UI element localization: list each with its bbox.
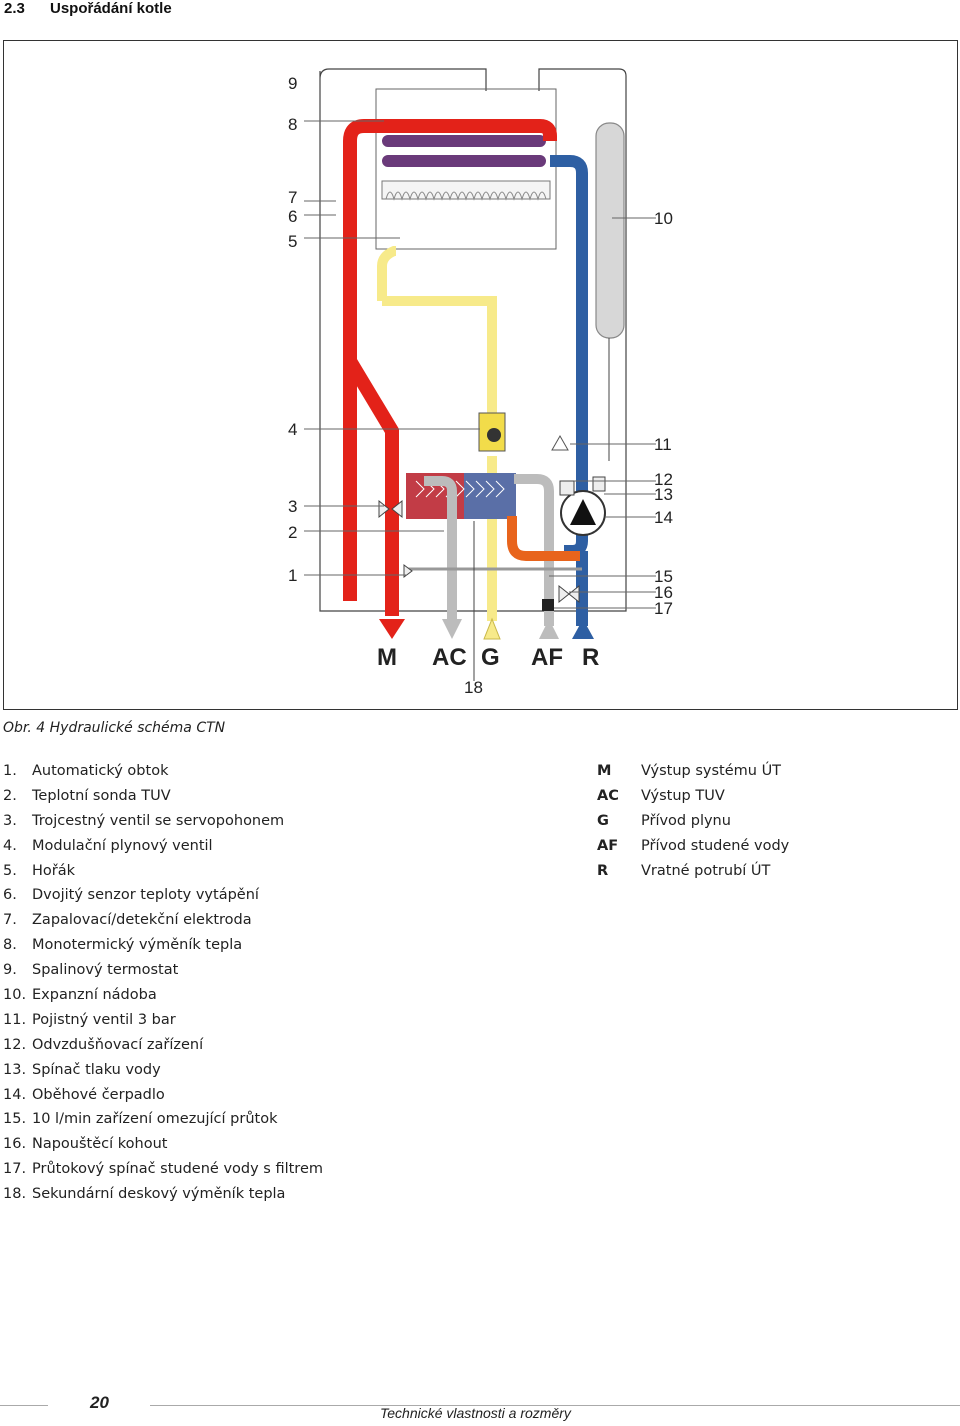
label-10: 10: [654, 209, 673, 228]
flow-pipe-top: [343, 119, 557, 371]
arrow-af-icon: [539, 619, 559, 639]
fill-valve-icon: [558, 584, 580, 604]
footer-title: Technické vlastnosti a rozměry: [380, 1405, 571, 1421]
safety-valve-icon: [551, 434, 569, 451]
boiler-schematic: 9 8 7 6 5 4 3 2 1 10 11 12 13 14 15 16 1…: [288, 68, 673, 697]
label-2: 2: [288, 523, 297, 542]
list-item: 11.Pojistný ventil 3 bar: [3, 1011, 176, 1028]
label-3: 3: [288, 497, 297, 516]
arrow-g-icon: [483, 617, 501, 640]
label-18: 18: [464, 678, 483, 697]
label-16: 16: [654, 583, 673, 602]
connection-label-m: M: [377, 644, 397, 671]
list-item: 12.Odvzdušňovací zařízení: [3, 1036, 204, 1053]
section-title: Uspořádání kotle: [50, 0, 172, 17]
connection-label-g: G: [481, 644, 500, 671]
heat-exchanger-coil: [382, 135, 546, 167]
section-heading: 2.3 Uspořádání kotle: [4, 0, 172, 17]
label-11: 11: [654, 435, 672, 454]
figure-caption: Obr. 4 Hydraulické schéma CTN: [3, 720, 226, 736]
flow-pipe: [343, 335, 399, 616]
pump-arrow-icon: [570, 499, 596, 525]
label-5: 5: [288, 232, 297, 251]
three-way-valve-icon: [378, 499, 403, 519]
burner-icon: [381, 180, 551, 200]
parts-legend: 1.Automatický obtok 2.Teplotní sonda TUV…: [3, 760, 323, 1208]
list-item: 6.Dvojitý senzor teploty vytápění: [3, 887, 259, 904]
list-item: 7.Zapalovací/detekční elektroda: [3, 912, 252, 929]
page-number: 20: [90, 1393, 109, 1412]
connection-label-r: R: [582, 644, 599, 671]
arrow-r-icon: [572, 619, 594, 639]
label-12: 12: [654, 470, 673, 489]
label-8: 8: [288, 115, 297, 134]
bypass-valve-icon: [403, 564, 413, 578]
plate-exchanger-blue: [464, 473, 516, 519]
flow-switch-icon: [542, 599, 554, 611]
combustion-chamber: [375, 88, 557, 250]
list-item: 1.Automatický obtok: [3, 763, 169, 779]
connection-label-af: AF: [531, 644, 563, 671]
label-1: 1: [288, 566, 297, 585]
label-7: 7: [288, 188, 297, 207]
air-vent-icon: [559, 480, 575, 496]
list-item: 2.Teplotní sonda TUV: [3, 787, 171, 804]
list-item: 8.Monotermický výměník tepla: [3, 937, 243, 954]
flame-icon: [385, 191, 547, 201]
list-item: 15.10 l/min zařízení omezující průtok: [3, 1111, 278, 1128]
list-item: 14.Oběhové čerpadlo: [3, 1086, 165, 1103]
list-item: 10.Expanzní nádoba: [3, 987, 157, 1004]
section-number: 2.3: [4, 0, 25, 17]
list-item: 9.Spalinový termostat: [3, 962, 179, 979]
label-17: 17: [654, 599, 673, 618]
label-6: 6: [288, 207, 297, 226]
arrow-m-icon: [379, 619, 405, 639]
list-item: 4.Modulační plynový ventil: [3, 837, 213, 854]
label-14: 14: [654, 508, 673, 527]
arrow-ac-icon: [442, 619, 462, 639]
list-item: 18.Sekundární deskový výměník tepla: [3, 1186, 286, 1203]
return-pipe-upper: [550, 155, 588, 557]
list-item: 17.Průtokový spínač studené vody s filtr…: [3, 1161, 323, 1178]
mix-pipe: [507, 516, 580, 561]
expansion-vessel-icon: [595, 122, 625, 339]
footer-rule-right: [150, 1405, 960, 1406]
list-item: 16.Napouštěcí kohout: [3, 1136, 168, 1153]
cold-water-pipe: [514, 474, 554, 626]
list-item: 5.Hořák: [3, 862, 76, 879]
pressure-switch-icon: [592, 476, 606, 492]
hydraulic-diagram: 9 8 7 6 5 4 3 2 1 10 11 12 13 14 15 16 1…: [3, 40, 958, 710]
gas-valve-knob-icon: [487, 428, 501, 442]
footer-rule-left: [0, 1405, 48, 1406]
list-item: 3.Trojcestný ventil se servopohonem: [3, 812, 285, 829]
label-13: 13: [654, 485, 673, 504]
connection-label-ac: AC: [432, 644, 467, 671]
label-9: 9: [288, 74, 297, 93]
dhw-outlet-pipe: [424, 476, 457, 626]
list-item: 13.Spínač tlaku vody: [3, 1061, 161, 1078]
boiler-casing: [319, 68, 627, 612]
label-4: 4: [288, 420, 297, 439]
label-15: 15: [654, 567, 673, 586]
